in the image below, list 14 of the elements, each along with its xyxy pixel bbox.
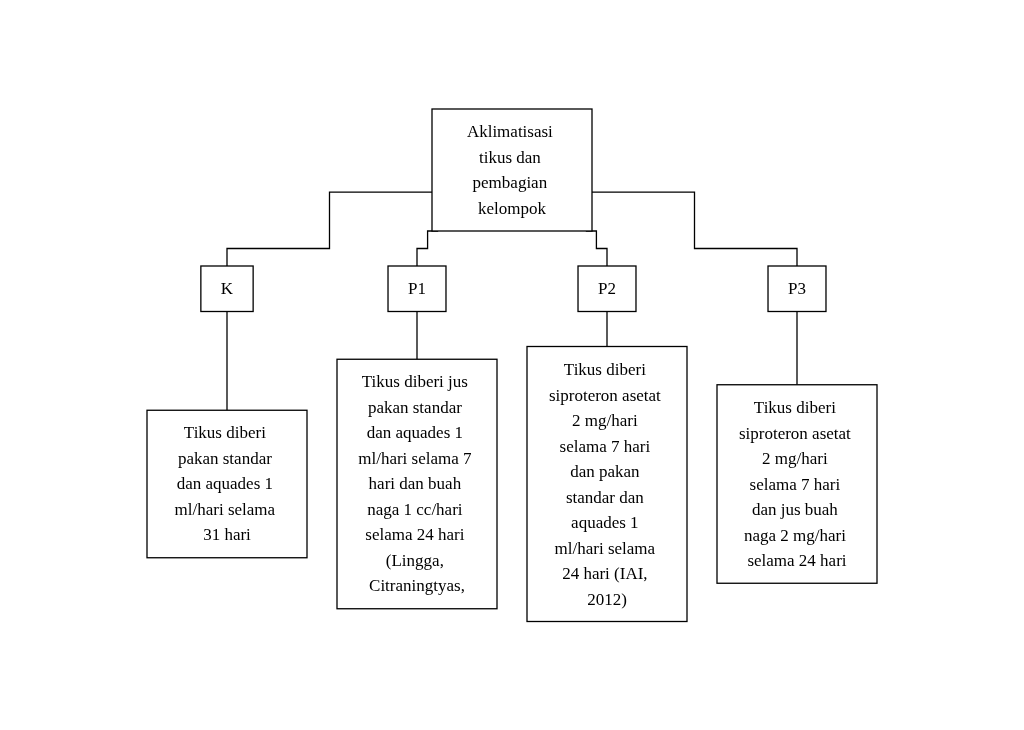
connector [606, 310, 608, 347]
node-box: K [200, 265, 254, 312]
node-box: Tikus diberi jus pakan standar dan aquades 1 ml/hari selama 7 hari dan buah naga 1 cc/hari selama 24 hari (Lingga, Citraningtyas, [336, 358, 498, 610]
node-box: P3 [767, 265, 827, 312]
connector [226, 310, 228, 411]
node-box: P1 [387, 265, 447, 312]
node-box: P2 [577, 265, 637, 312]
node-box: Aklimatisasi tikus dan pembagian kelompok [431, 108, 593, 232]
node-box: Tikus diberi siproteron asetat 2 mg/hari selama 7 hari dan pakan standar dan aquades 1 ml/hari selama 24 hari (IAI, 2012) [526, 345, 688, 622]
connector [416, 310, 418, 360]
node-box: Tikus diberi pakan standar dan aquades 1 ml/hari selama 31 hari [146, 409, 308, 559]
connector [226, 191, 433, 267]
connector [796, 310, 798, 386]
node-box: Tikus diberi siproteron asetat 2 mg/hari selama 7 hari dan jus buah naga 2 mg/hari selama 24 hari [716, 383, 878, 584]
